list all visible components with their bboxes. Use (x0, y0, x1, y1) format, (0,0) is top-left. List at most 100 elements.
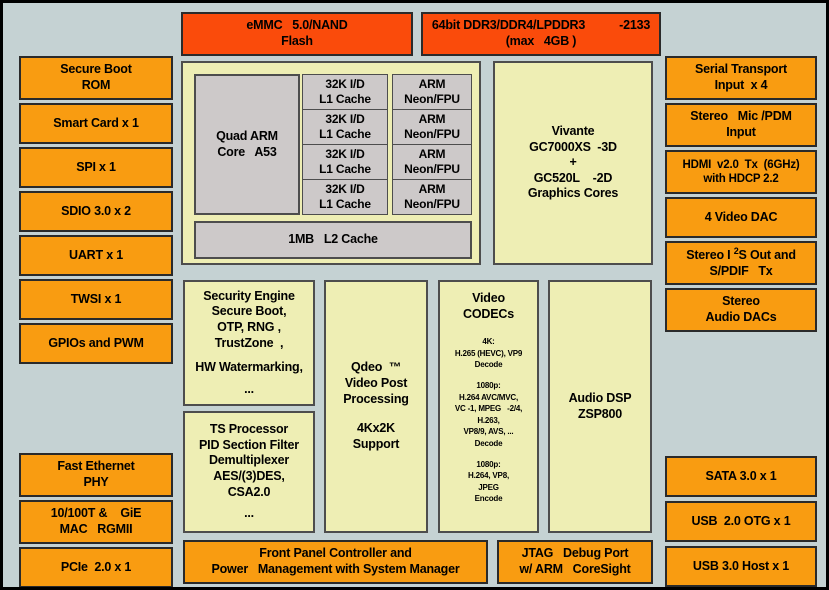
video-dac-label: 4 Video DAC (704, 209, 778, 224)
qdeo-line3: Processing (343, 391, 409, 406)
jtag-line1: JTAG Debug Port (521, 546, 629, 561)
qdeo-line5: Support (352, 436, 400, 451)
gpu-line1: Vivante (551, 123, 595, 138)
codec-1080p-dec-line1: H.264 AVC/MVC, (459, 392, 518, 402)
block-secure-boot-rom: Secure Boot ROM (19, 56, 173, 100)
block-stereo-audio-dacs: Stereo Audio DACs (665, 288, 817, 332)
video-codecs-title2: CODECs (463, 306, 514, 321)
serial-transport-line1: Serial Transport (695, 62, 787, 77)
block-emmc-line2: Flash (281, 34, 313, 48)
l1-cache-label: L1 Cache (319, 92, 371, 106)
spi-label: SPI x 1 (76, 159, 116, 174)
block-twsi: TWSI x 1 (19, 279, 173, 320)
neon-fpu-cell: ARM Neon/FPU (392, 179, 472, 215)
security-engine-line3: OTP, RNG , (217, 319, 281, 334)
l1-cache-label: L1 Cache (319, 162, 371, 176)
codec-1080p-dec-line2: VC -1, MPEG -2/4, (454, 404, 523, 414)
sata-label: SATA 3.0 x 1 (705, 468, 777, 483)
block-security-engine: Security Engine Secure Boot, OTP, RNG , … (183, 280, 315, 406)
block-serial-transport-input: Serial Transport Input x 4 (665, 56, 817, 100)
l1-cache-cell: 32K I/D L1 Cache (302, 109, 388, 145)
jtag-line2: w/ ARM CoreSight (519, 562, 631, 576)
codec-4k-line1: H.265 (HEVC), VP9 (454, 348, 523, 358)
block-ddr-line2: (max 4GB ) (505, 34, 577, 48)
l1-cache-size: 32K I/D (325, 77, 365, 91)
stereo-audio-dacs-line2: Audio DACs (705, 310, 777, 324)
quad-arm-line1: Quad ARM (216, 128, 278, 143)
block-usb3-host: USB 3.0 Host x 1 (665, 546, 817, 587)
qdeo-line2: Video Post (344, 376, 408, 391)
block-fast-ethernet-phy: Fast Ethernet PHY (19, 453, 173, 497)
block-ddr-line1: 64bit DDR3/DDR4/LPDDR3-2133 (432, 18, 650, 34)
secure-boot-rom-line2: ROM (81, 78, 111, 92)
i2s-line1-post: S Out and (738, 248, 796, 263)
stereo-mic-line1: Stereo Mic /PDM (690, 109, 792, 124)
quad-arm-line2: Core A53 (217, 144, 277, 159)
block-sdio: SDIO 3.0 x 2 (19, 191, 173, 232)
neon-fpu-cell: ARM Neon/FPU (392, 144, 472, 180)
audio-dsp-line2: ZSP800 (578, 406, 622, 421)
block-uart: UART x 1 (19, 235, 173, 276)
block-video-dac: 4 Video DAC (665, 197, 817, 238)
block-video-codecs: Video CODECs 4K: H.265 (HEVC), VP9 Decod… (438, 280, 539, 533)
hdmi-line1: HDMI v2.0 Tx (6GHz) (682, 158, 800, 171)
ts-processor-line2: PID Section Filter (199, 437, 299, 452)
l1-cache-cell: 32K I/D L1 Cache (302, 179, 388, 215)
i2s-line1: Stereo I 2S Out and (686, 246, 796, 264)
gpu-line4: GC520L -2D (533, 170, 613, 185)
codec-1080p-enc-line3: Encode (474, 494, 503, 504)
codec-1080p-dec-line5: Decode (474, 439, 503, 448)
gpu-line5: Graphics Cores (527, 186, 619, 201)
security-engine-watermarking: HW Watermarking, (195, 360, 303, 375)
usb2-otg-label: USB 2.0 OTG x 1 (691, 513, 791, 528)
neon-fpu-line2: Neon/FPU (404, 92, 460, 106)
mac-rgmii-line1: 10/100T & GiE (50, 506, 142, 521)
block-ts-processor: TS Processor PID Section Filter Demultip… (183, 411, 315, 533)
stereo-mic-line2: Input (726, 125, 756, 139)
codec-4k-line2: Decode (474, 360, 503, 370)
neon-fpu-cell: ARM Neon/FPU (392, 109, 472, 145)
ts-processor-title: TS Processor (209, 422, 289, 437)
twsi-label: TWSI x 1 (70, 291, 122, 306)
block-stereo-i2s-spdif: Stereo I 2S Out and S/PDIF Tx (665, 241, 817, 285)
neon-fpu-line1: ARM (418, 77, 446, 91)
codec-1080p-dec-line4: VP8/9, AVS, ... (463, 427, 514, 437)
front-panel-line1: Front Panel Controller and (259, 546, 412, 561)
block-emmc-line1: eMMC 5.0/NAND (246, 18, 348, 33)
ts-processor-line5: CSA2.0 (227, 484, 271, 499)
pcie-label: PCIe 2.0 x 1 (60, 559, 132, 574)
block-pcie: PCIe 2.0 x 1 (19, 547, 173, 587)
l1-cache-size: 32K I/D (325, 182, 365, 196)
gpu-line3: + (569, 155, 577, 170)
block-emmc-nand-flash: eMMC 5.0/NAND Flash (181, 12, 413, 56)
codec-4k-header: 4K: (482, 337, 495, 347)
block-gpu-vivante: Vivante GC7000XS -3D + GC520L -2D Graphi… (493, 61, 653, 265)
stereo-audio-dacs-line1: Stereo (722, 294, 760, 309)
hdmi-line2: with HDCP 2.2 (703, 173, 779, 185)
neon-fpu-line2: Neon/FPU (404, 127, 460, 141)
secure-boot-rom-line1: Secure Boot (60, 62, 132, 77)
neon-fpu-line2: Neon/FPU (404, 162, 460, 176)
l2-cache: 1MB L2 Cache (194, 221, 472, 259)
gpu-line2: GC7000XS -3D (529, 139, 617, 154)
mac-rgmii-line2: MAC RGMII (59, 522, 133, 536)
security-engine-title: Security Engine (203, 288, 295, 303)
ts-processor-line3: Demultiplexer (208, 453, 290, 468)
codec-1080p-dec-line3: H.263, (477, 415, 500, 425)
security-engine-line4: TrustZone , (214, 335, 284, 350)
front-panel-line2: Power Management with System Manager (211, 562, 460, 576)
l1-cache-size: 32K I/D (325, 147, 365, 161)
usb3-host-label: USB 3.0 Host x 1 (692, 558, 790, 573)
ts-processor-line4: AES/(3)DES, (213, 469, 285, 483)
security-engine-ellipsis: ... (244, 381, 254, 396)
neon-fpu-line1: ARM (418, 112, 446, 126)
block-qdeo-video-post-processing: Qdeo ™ Video Post Processing 4Kx2K Suppo… (324, 280, 428, 533)
block-jtag-debug-port: JTAG Debug Port w/ ARM CoreSight (497, 540, 653, 584)
qdeo-line4: 4Kx2K (357, 421, 395, 436)
i2s-line2: S/PDIF Tx (709, 264, 773, 279)
cpu-cluster-container: Quad ARM Core A53 32K I/D L1 Cache 32K I… (181, 61, 481, 265)
uart-label: UART x 1 (69, 247, 123, 262)
block-sata: SATA 3.0 x 1 (665, 456, 817, 497)
fast-ethernet-line1: Fast Ethernet (57, 459, 135, 474)
